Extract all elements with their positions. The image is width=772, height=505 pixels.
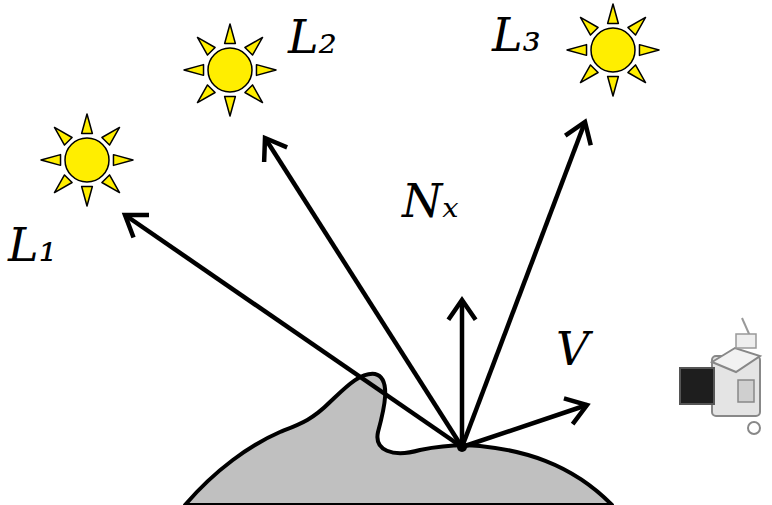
ray-arrow: [462, 405, 587, 447]
ray-arrow: [460, 300, 465, 447]
arrow-head: [565, 122, 591, 145]
normal-label: Nₓ: [402, 178, 459, 224]
camera-icon: [680, 318, 760, 434]
ray-arrow: [265, 138, 462, 447]
arrow-head: [264, 138, 287, 162]
surface-point: [457, 442, 467, 452]
light-label: L₂: [288, 14, 337, 60]
sun-icon: [41, 114, 133, 206]
arrow-head: [564, 398, 587, 424]
surface: [185, 374, 612, 505]
arrow-head: [448, 300, 475, 320]
arrow-head: [125, 215, 149, 237]
sun-icon: [567, 4, 659, 96]
light-label: L₁: [8, 222, 57, 268]
ray-arrow: [125, 215, 462, 447]
sun-icon: [184, 24, 276, 116]
view-label: V: [556, 326, 589, 372]
light-label: L₃: [492, 12, 541, 58]
